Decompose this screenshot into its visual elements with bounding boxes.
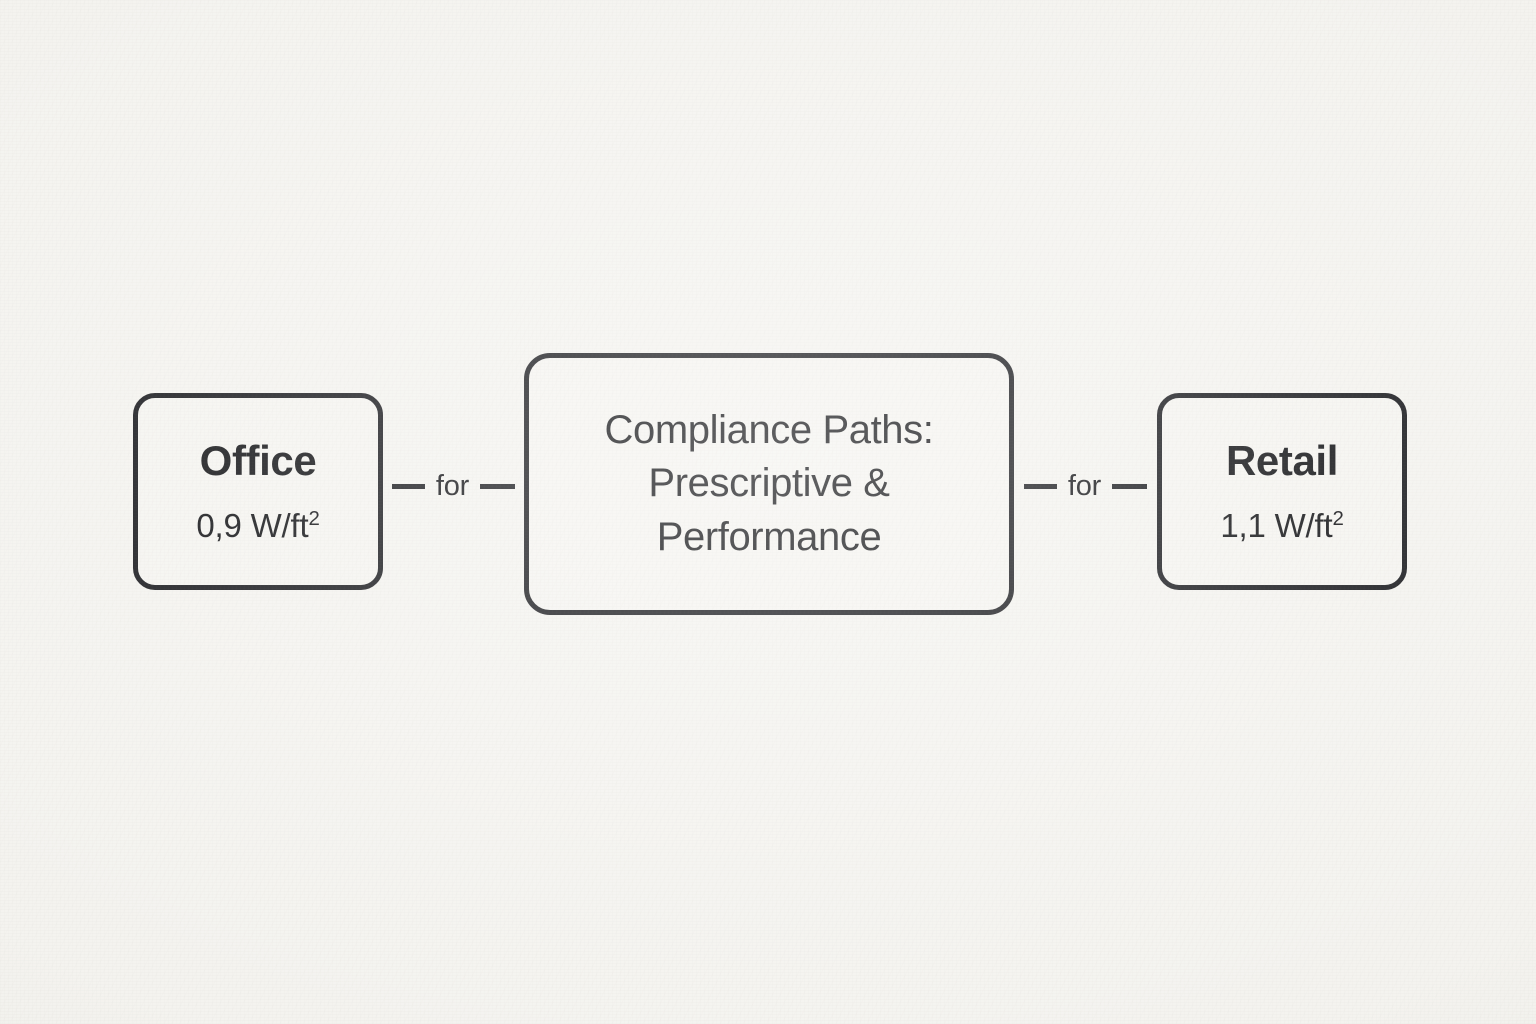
node-retail-value-number: 1,1 W/ft xyxy=(1220,507,1333,545)
node-office-value: 0,9 W/ft2 xyxy=(196,507,320,545)
node-office[interactable]: Office 0,9 W/ft2 xyxy=(133,393,383,590)
connector-line-segment-left xyxy=(391,483,425,489)
node-retail-value-superscript: 2 xyxy=(1332,507,1344,531)
connector-line-segment-right xyxy=(480,483,516,489)
connector-office-to-center: for xyxy=(383,457,524,515)
node-compliance-paths-line-2: Prescriptive & xyxy=(648,461,890,506)
connector-line-segment-right xyxy=(1112,483,1148,489)
node-office-title: Office xyxy=(199,437,317,485)
node-office-value-number: 0,9 W/ft xyxy=(196,507,309,545)
node-office-value-superscript: 2 xyxy=(308,507,320,531)
connector-center-to-retail: for xyxy=(1014,457,1157,515)
node-compliance-paths[interactable]: Compliance Paths: Prescriptive & Perform… xyxy=(524,353,1014,615)
node-compliance-paths-text: Compliance Paths: Prescriptive & Perform… xyxy=(591,404,948,564)
node-retail[interactable]: Retail 1,1 W/ft2 xyxy=(1157,393,1407,590)
node-retail-title: Retail xyxy=(1226,437,1338,485)
connector-label-for-right: for xyxy=(1067,469,1102,502)
node-compliance-paths-line-1: Compliance Paths: xyxy=(604,408,934,453)
connector-label-for-left: for xyxy=(435,469,470,502)
connector-line-segment-left xyxy=(1023,483,1057,489)
node-compliance-paths-line-3: Performance xyxy=(656,514,882,559)
node-retail-value: 1,1 W/ft2 xyxy=(1220,507,1344,545)
